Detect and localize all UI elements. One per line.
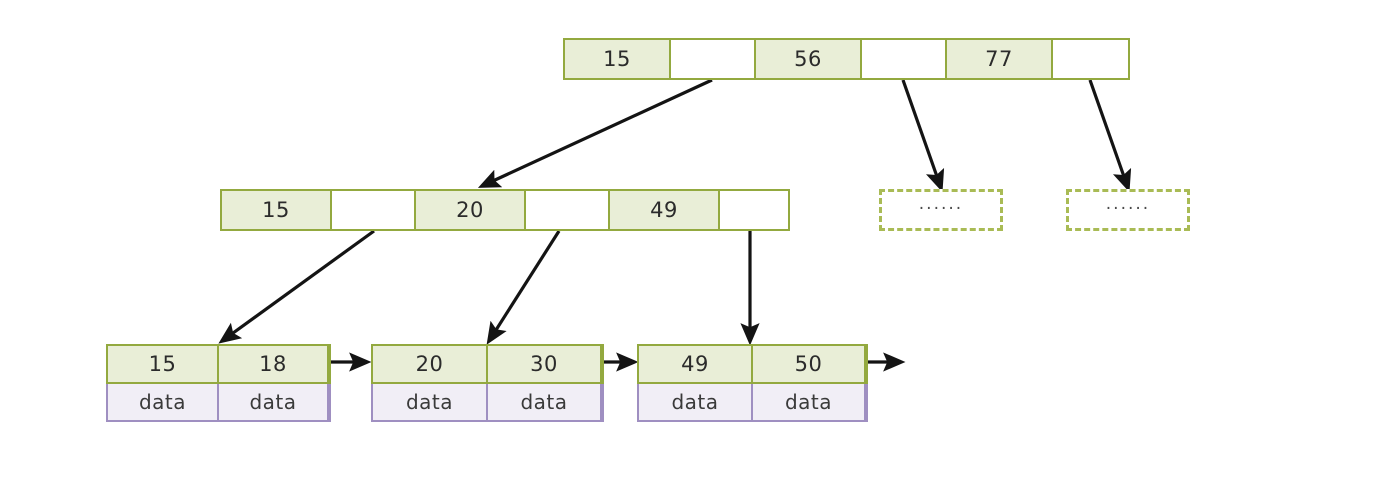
- root-cell-key-1[interactable]: 15: [565, 40, 671, 78]
- internal-cell-pointer-1[interactable]: [332, 191, 416, 229]
- root-node[interactable]: 15 56 77: [563, 38, 1130, 80]
- root-cell-pointer-1[interactable]: [671, 40, 756, 78]
- leaf-node-1-data-row: data data: [106, 384, 331, 422]
- root-cell-key-2[interactable]: 56: [756, 40, 862, 78]
- placeholder-1-label: ······: [918, 198, 964, 219]
- internal-cell-key-3[interactable]: 49: [610, 191, 720, 229]
- leaf-node-1-key-row: 15 18: [106, 344, 331, 384]
- leaf-node-3-data-2[interactable]: data: [753, 384, 866, 420]
- internal-cell-pointer-3[interactable]: [720, 191, 788, 229]
- internal-cell-key-2[interactable]: 20: [416, 191, 526, 229]
- leaf-node-3[interactable]: 49 50 data data: [637, 344, 868, 422]
- root-cell-key-3[interactable]: 77: [947, 40, 1053, 78]
- root-cell-pointer-2[interactable]: [862, 40, 947, 78]
- leaf-node-2-key-1[interactable]: 20: [373, 346, 488, 382]
- leaf-node-1-key-1[interactable]: 15: [108, 346, 219, 382]
- root-cell-pointer-3[interactable]: [1053, 40, 1128, 78]
- edge-internal-to-leaf-1: [218, 229, 375, 344]
- edge-internal-to-leaf-2: [486, 230, 561, 345]
- internal-node[interactable]: 15 20 49: [220, 189, 790, 231]
- leaf-node-1[interactable]: 15 18 data data: [106, 344, 331, 422]
- leaf-node-2-data-2[interactable]: data: [488, 384, 602, 420]
- placeholder-2-label: ······: [1105, 198, 1151, 219]
- leaf-node-2-key-row: 20 30: [371, 344, 604, 384]
- edge-root-to-placeholder-1: [901, 79, 945, 193]
- leaf-node-3-key-2[interactable]: 50: [753, 346, 866, 382]
- edge-root-to-placeholder-2: [1088, 79, 1132, 193]
- leaf-node-3-data-row: data data: [637, 384, 868, 422]
- leaf-node-1-key-2[interactable]: 18: [219, 346, 329, 382]
- placeholder-1: ······: [879, 189, 1003, 231]
- placeholder-2: ······: [1066, 189, 1190, 231]
- leaf-node-2-key-2[interactable]: 30: [488, 346, 602, 382]
- leaf-node-2[interactable]: 20 30 data data: [371, 344, 604, 422]
- leaf-node-2-data-1[interactable]: data: [373, 384, 488, 420]
- leaf-node-3-key-row: 49 50: [637, 344, 868, 384]
- leaf-node-2-data-row: data data: [371, 384, 604, 422]
- edge-root-to-internal: [477, 78, 713, 188]
- internal-cell-pointer-2[interactable]: [526, 191, 610, 229]
- internal-cell-key-1[interactable]: 15: [222, 191, 332, 229]
- leaf-node-3-key-1[interactable]: 49: [639, 346, 753, 382]
- leaf-node-3-data-1[interactable]: data: [639, 384, 753, 420]
- leaf-node-1-data-1[interactable]: data: [108, 384, 219, 420]
- leaf-node-1-data-2[interactable]: data: [219, 384, 329, 420]
